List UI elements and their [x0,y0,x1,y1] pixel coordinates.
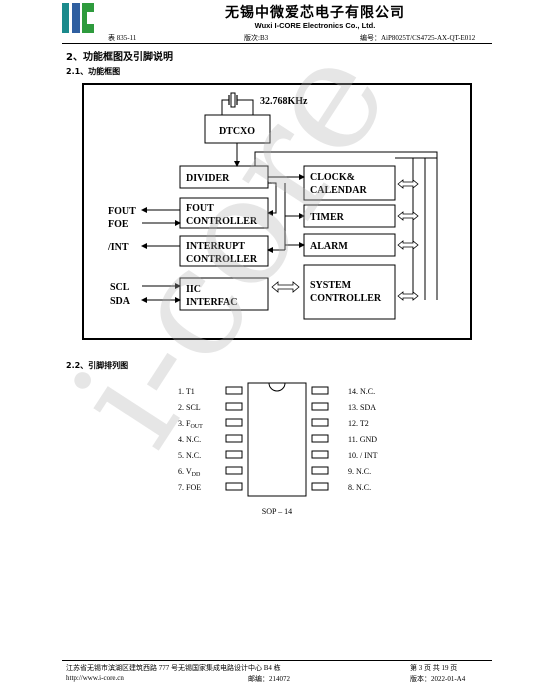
footer-revision: 版本：2022-01-A4 [410,675,466,683]
clock-calendar-block [303,165,396,201]
left-pin-pad [225,466,243,475]
form-number: 表 835-11 [108,34,137,42]
right-pin-pad [311,482,329,491]
company-logo [62,3,94,33]
pin-11-label: 11. GND [348,435,377,444]
right-pin-pad [311,402,329,411]
footer-divider [62,660,492,661]
divider-label: DIVIDER [186,173,230,184]
right-pin-pad [311,466,329,475]
section-title: 2、功能框图及引脚说明 [66,52,173,63]
iic-interface-block [179,277,269,311]
footer-page: 第 3 页 共 19 页 [410,664,458,672]
pin-5-label: 5. N.C. [178,451,201,460]
left-pin-pad [225,418,243,427]
pin-12-label: 12. T2 [348,419,369,428]
signal-foe: FOE [108,219,129,230]
clock-label-2: CALENDAR [310,185,367,196]
left-pin-pad [225,434,243,443]
subsection-block-diagram: 2.1、功能框图 [66,67,121,76]
signal-scl: SCL [110,282,130,293]
left-pin-pad [225,402,243,411]
document-number: 编号：AiP8025T/CS4725-AX-QT-E012 [360,34,476,42]
right-pin-pad [311,450,329,459]
bus-arrows [271,179,419,301]
header-divider [62,43,492,44]
pin-13-label: 13. SDA [348,403,376,412]
chip-body [247,382,307,497]
company-name-cn: 无锡中微爱芯电子有限公司 [225,6,405,21]
iic-label-2: INTERFAC [186,297,237,308]
right-pin-pad [311,386,329,395]
right-pin-pad [311,434,329,443]
interrupt-label-1: INTERRUPT [186,241,245,252]
timer-label: TIMER [310,212,345,223]
block-diagram: 32.768KHz DTCXO DIVIDER CLOCK& CALENDAR … [82,83,472,340]
pinout-diagram: 1. T1 2. SCL 3. FOUT 4. N.C. 5. N.C. 6. … [178,382,378,516]
footer-address: 江苏省无锡市滨湖区建筑西路 777 号无锡国家集成电路设计中心 B4 栋 [66,664,281,672]
pin-8-label: 8. N.C. [348,483,371,492]
version: 版次:B3 [244,34,269,42]
internal-wiring [254,151,438,300]
system-label-2: CONTROLLER [310,293,382,304]
pin-2-label: 2. SCL [178,403,201,412]
crystal-frequency: 32.768KHz [260,96,308,107]
pin-1-label: 1. T1 [178,387,195,396]
subsection-pinout: 2.2、引脚排列图 [66,361,129,370]
pin-7-label: 7. FOE [178,483,201,492]
left-pin-pad [225,482,243,491]
pin-6-label: 6. VDD [178,467,201,478]
left-pin-pad [225,450,243,459]
dtcxo-label: DTCXO [219,126,255,137]
company-name-en: Wuxi I-CORE Electronics Co., Ltd. [254,21,376,30]
fout-label-2: CONTROLLER [186,216,258,227]
footer-postcode: 邮编：214072 [248,675,290,683]
fout-label-1: FOUT [186,203,214,214]
iic-label-1: IIC [186,284,201,295]
interrupt-label-2: CONTROLLER [186,254,258,265]
system-label-1: SYSTEM [310,280,352,291]
pin-9-label: 9. N.C. [348,467,371,476]
package-label: SOP – 14 [262,507,292,516]
signal-fout: FOUT [108,206,136,217]
pin-10-label: 10. / INT [348,451,378,460]
signal-wiring [141,207,181,303]
left-pin-pad [225,386,243,395]
system-controller-block [303,264,396,320]
pin-14-label: 14. N.C. [348,387,375,396]
crystal-icon [221,92,254,115]
diagram-frame [82,83,472,340]
signal-int: /INT [107,242,129,253]
chip-notch [268,382,286,392]
clock-label-1: CLOCK& [310,172,355,183]
pin-4-label: 4. N.C. [178,435,201,444]
footer-website[interactable]: http://www.i-core.cn [66,674,124,682]
alarm-label: ALARM [310,241,348,252]
pin-3-label: 3. FOUT [178,419,203,430]
right-pin-pads [311,386,329,491]
left-pin-pads [225,386,243,491]
right-pin-pad [311,418,329,427]
signal-sda: SDA [110,296,131,307]
